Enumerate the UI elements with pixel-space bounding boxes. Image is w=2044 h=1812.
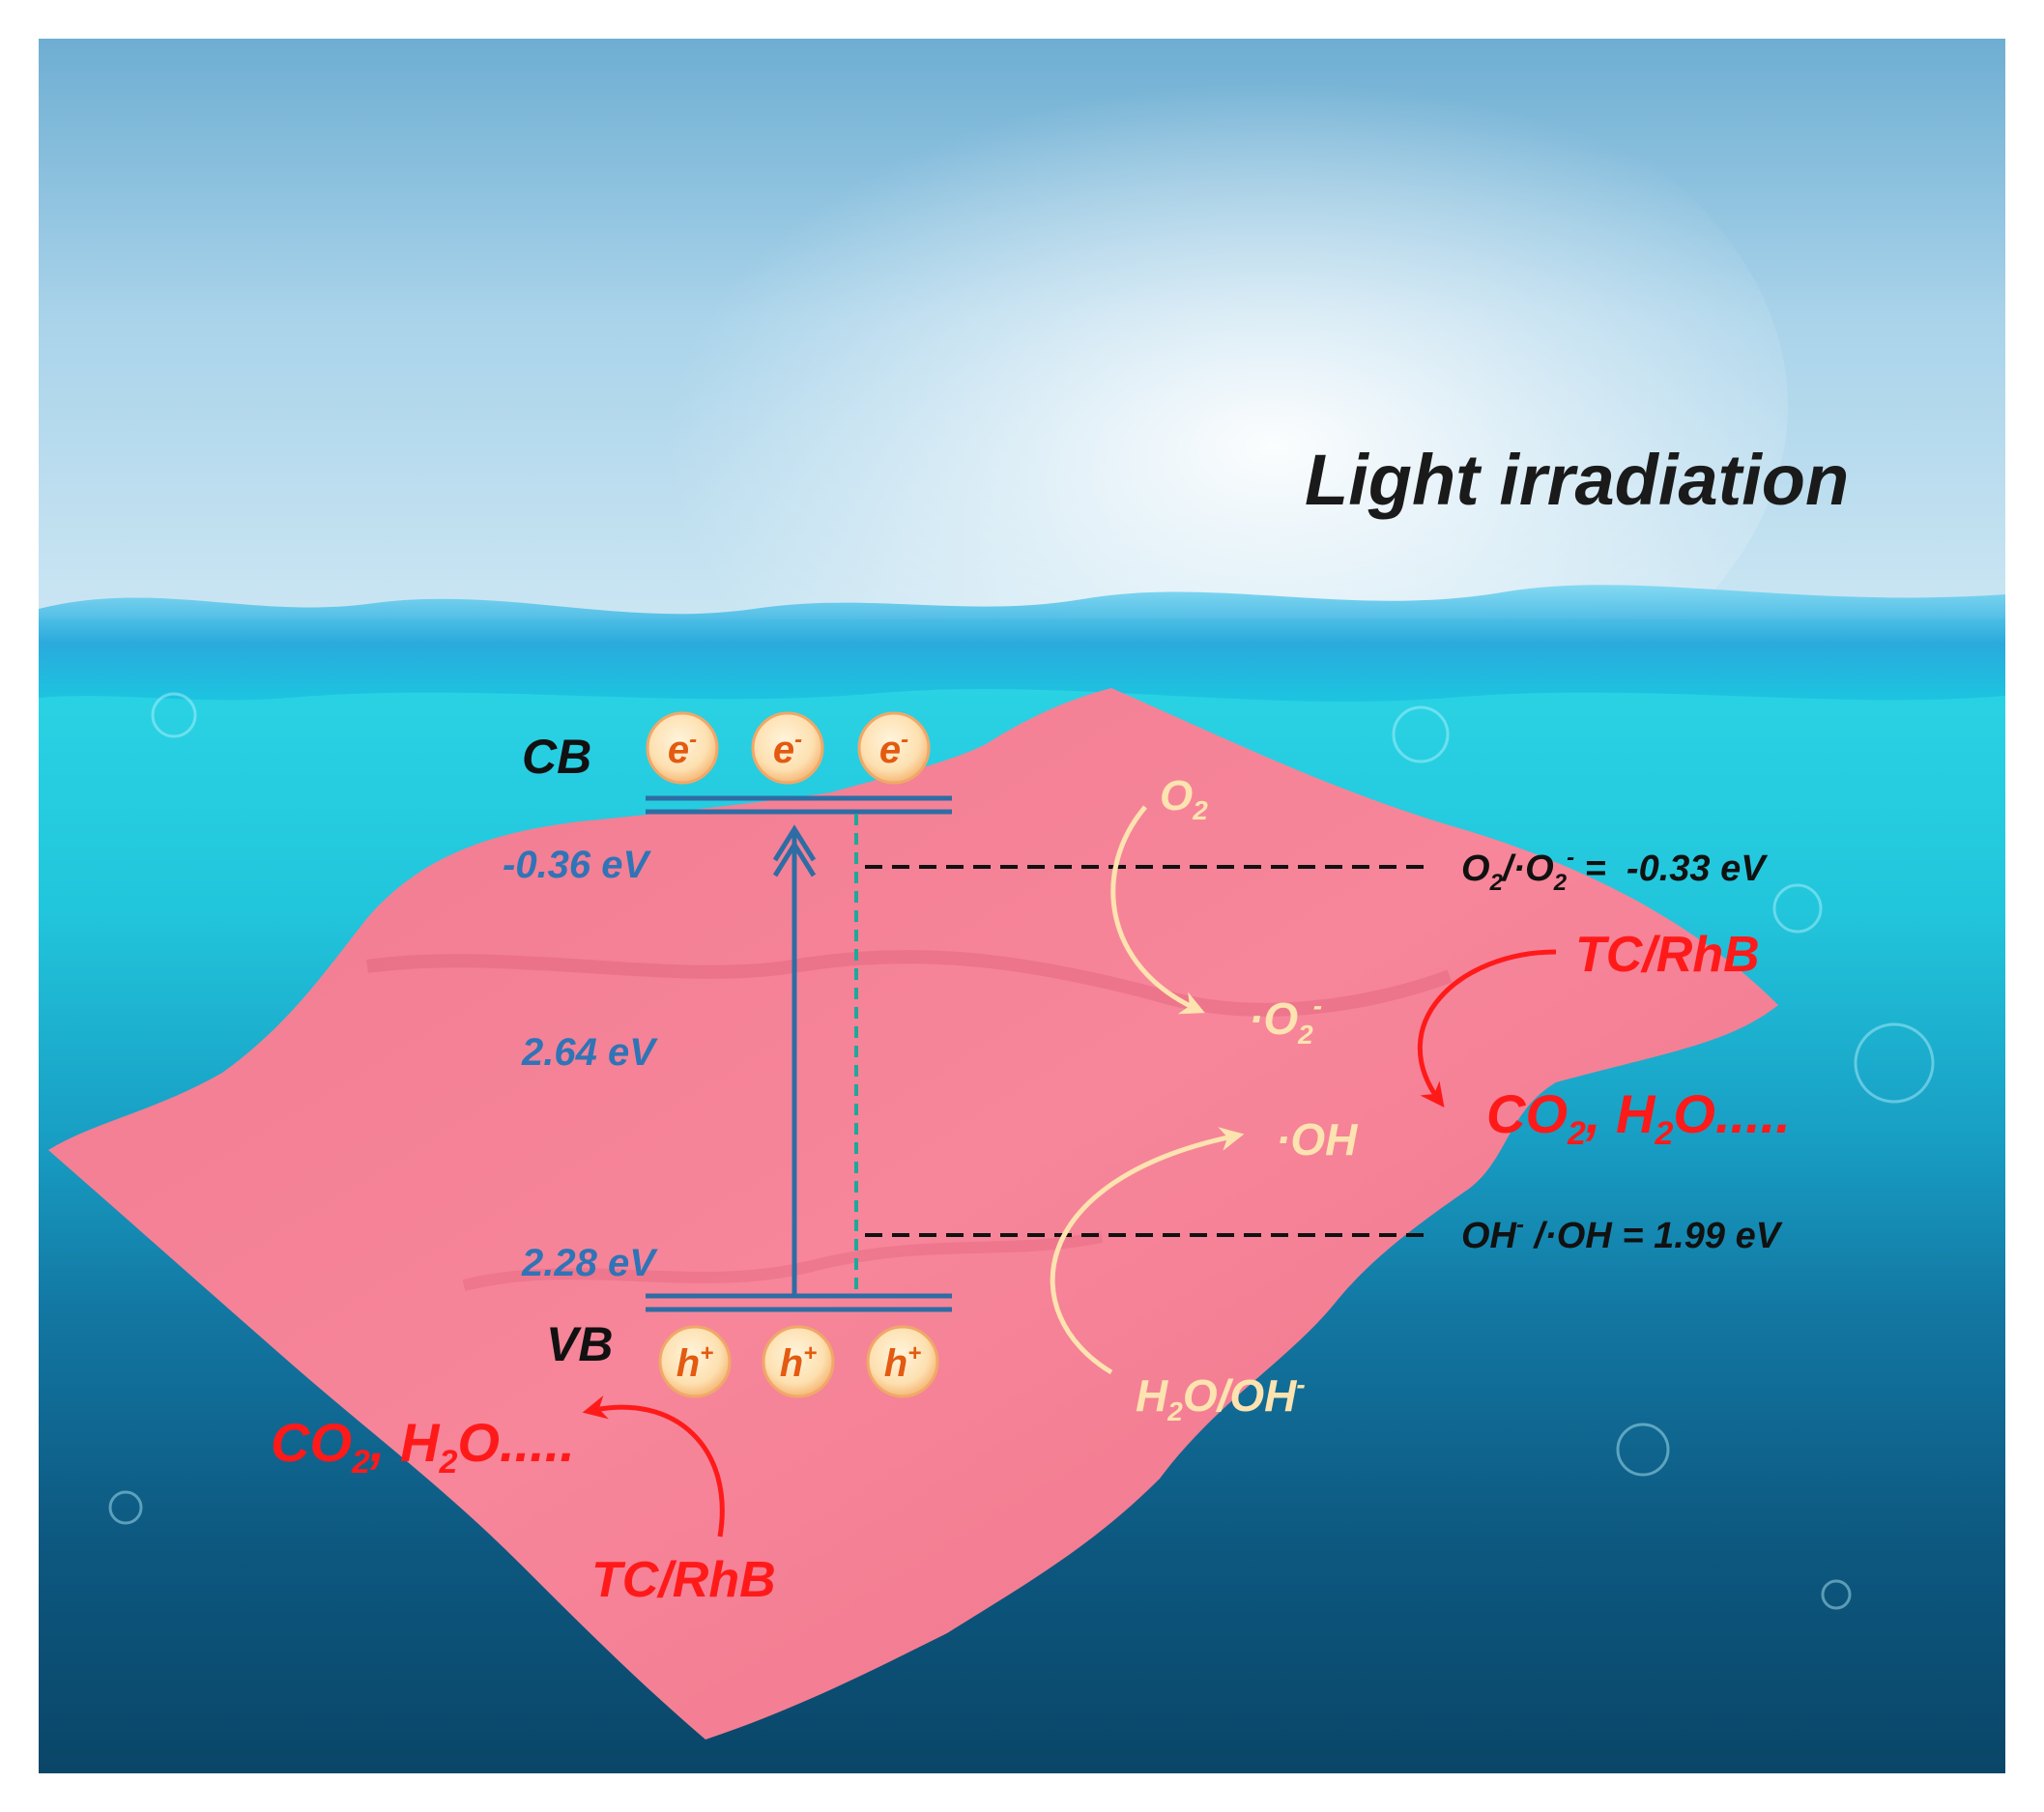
bubbles <box>108 692 1935 1610</box>
pollutant-label-right: TC/RhB <box>1575 927 1760 983</box>
products-label-right: CO2, H2O..... <box>1486 1083 1791 1152</box>
vb-label: VB <box>546 1317 613 1371</box>
svg-text:e-: e- <box>879 727 908 771</box>
electron-3: e- <box>857 711 931 785</box>
water-hydroxide-label: H2O/OH- <box>1136 1369 1306 1426</box>
svg-text:h+: h+ <box>677 1340 713 1385</box>
right-degradation-arrow <box>1417 949 1557 1108</box>
svg-text:e-: e- <box>668 727 697 771</box>
catalyst-sheet <box>48 688 1778 1740</box>
sheet-fold-shadow <box>366 950 1453 1017</box>
title: Light irradiation <box>1305 440 1849 520</box>
vb-potential: 2.28 eV <box>521 1242 658 1284</box>
cb-potential: -0.36 eV <box>503 844 652 886</box>
o2-to-superoxide-arrow <box>1110 805 1205 1015</box>
conduction-band <box>646 795 952 815</box>
superoxide-label: ·O2- <box>1249 991 1322 1050</box>
oxygen-label: O2 <box>1160 772 1208 825</box>
hole-1: h+ <box>658 1325 732 1398</box>
oh-reference-label: OH- /·OH = 1.99 eV <box>1461 1212 1783 1256</box>
hole-2: h+ <box>762 1325 835 1398</box>
svg-text:h+: h+ <box>884 1340 921 1385</box>
svg-text:e-: e- <box>773 727 802 771</box>
valence-band <box>646 1293 952 1312</box>
left-degradation-arrow <box>582 1395 725 1538</box>
hydroxyl-radical-label: ·OH <box>1276 1114 1358 1165</box>
band-gap: 2.64 eV <box>521 1031 658 1074</box>
svg-text:h+: h+ <box>780 1340 817 1385</box>
water-surface <box>39 585 2005 703</box>
excitation-arrow <box>772 824 817 1295</box>
electron-2: e- <box>751 711 824 785</box>
cb-label: CB <box>522 730 591 784</box>
hole-3: h+ <box>866 1325 939 1398</box>
sheet-fold-shadow-2 <box>462 1231 1104 1291</box>
electron-1: e- <box>646 711 719 785</box>
water-to-hydroxyl-arrow <box>1050 1127 1245 1375</box>
o2-reference-label: O2/·O2- = -0.33 eV <box>1461 845 1768 896</box>
pollutant-label-left: TC/RhB <box>591 1552 776 1608</box>
products-label-left: CO2, H2O..... <box>271 1412 575 1481</box>
